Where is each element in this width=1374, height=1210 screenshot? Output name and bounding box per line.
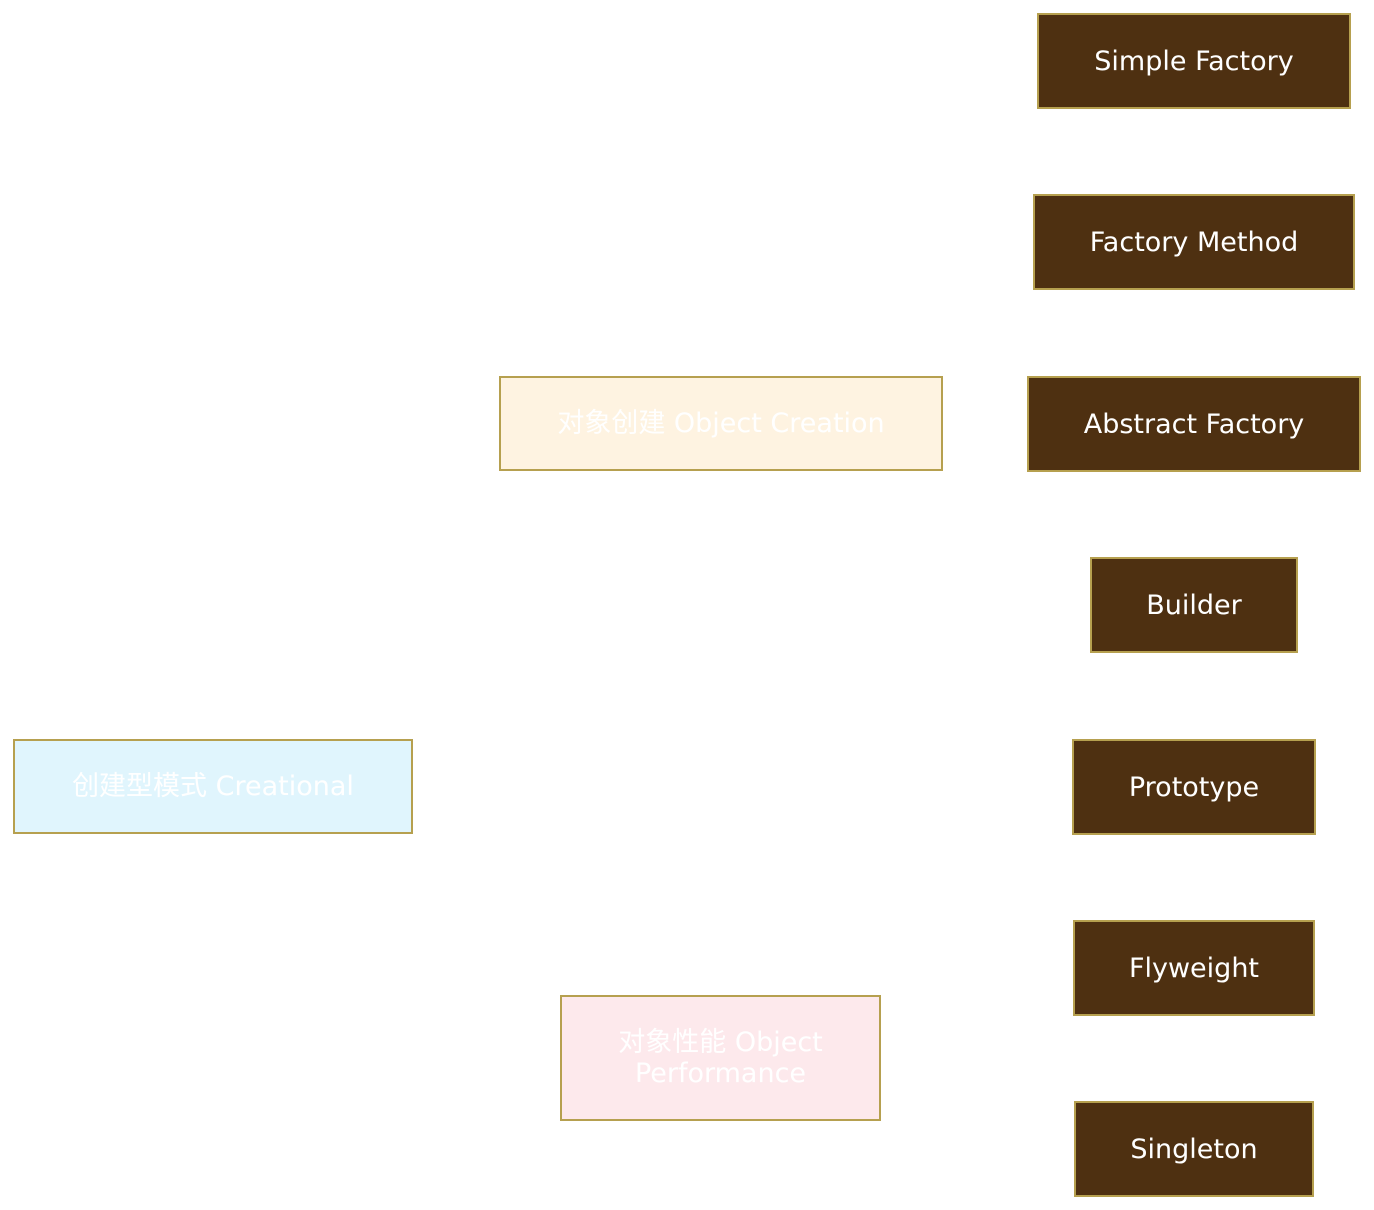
pattern-node-flyweight: Flyweight	[1073, 920, 1315, 1016]
root-node-label: 创建型模式 Creational	[72, 771, 354, 802]
pattern-node-label: Singleton	[1130, 1133, 1258, 1165]
pattern-node-abstract-factory: Abstract Factory	[1027, 376, 1361, 472]
pattern-node-builder: Builder	[1090, 557, 1298, 653]
pattern-node-label: Abstract Factory	[1083, 408, 1305, 440]
pattern-node-label: Prototype	[1128, 771, 1260, 803]
category-node-label: 对象创建 Object Creation	[557, 408, 885, 439]
pattern-node-label: Flyweight	[1128, 952, 1260, 984]
pattern-node-label: Factory Method	[1089, 226, 1299, 258]
pattern-node-singleton: Singleton	[1074, 1101, 1314, 1197]
category-node-object-creation: 对象创建 Object Creation	[499, 376, 943, 471]
root-node-creational: 创建型模式 Creational	[13, 739, 413, 834]
category-node-object-performance: 对象性能 Object Performance	[560, 995, 881, 1121]
category-node-label: 对象性能 Object Performance	[618, 1027, 823, 1089]
pattern-node-prototype: Prototype	[1072, 739, 1316, 835]
pattern-node-label: Simple Factory	[1094, 45, 1294, 77]
pattern-node-factory-method: Factory Method	[1033, 194, 1355, 290]
pattern-node-simple-factory: Simple Factory	[1037, 13, 1351, 109]
pattern-node-label: Builder	[1146, 589, 1242, 621]
